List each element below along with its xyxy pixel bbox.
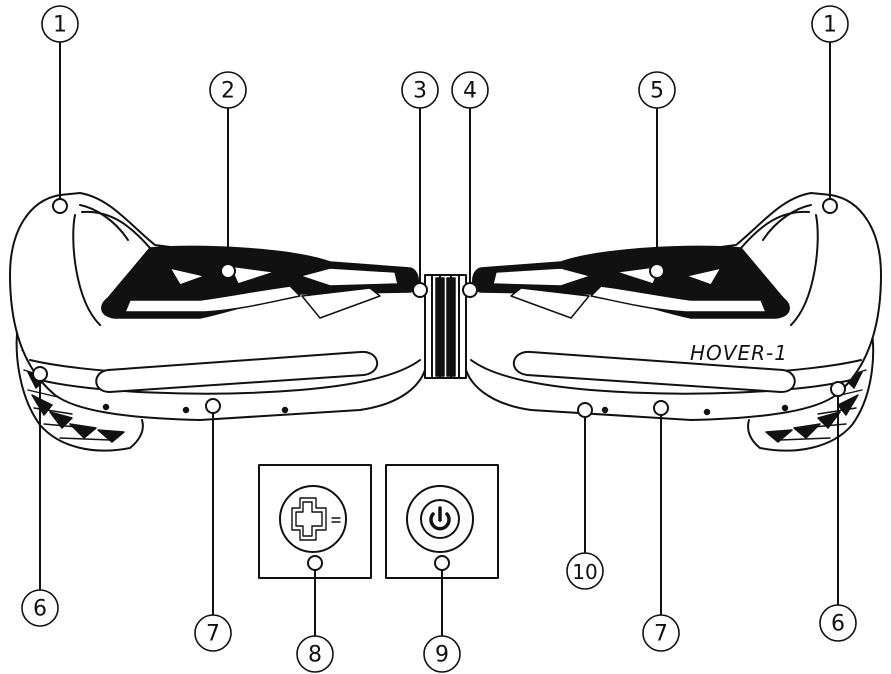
callout-7-right: 7	[643, 615, 679, 651]
brand-logo: HOVER-1	[690, 341, 788, 365]
svg-text:7: 7	[654, 622, 668, 647]
svg-text:2: 2	[221, 79, 235, 104]
callout-4: 4	[452, 72, 488, 108]
callout-7-left: 7	[195, 615, 231, 651]
callout-3: 3	[402, 72, 438, 108]
svg-text:6: 6	[33, 597, 47, 622]
callout-8: 8	[297, 636, 333, 672]
svg-text:1: 1	[53, 13, 67, 38]
svg-text:7: 7	[206, 622, 220, 647]
callout-1-left: 1	[42, 6, 78, 42]
svg-text:9: 9	[435, 643, 449, 668]
callout-5: 5	[639, 72, 675, 108]
center-pivot	[425, 275, 466, 378]
svg-text:8: 8	[308, 643, 322, 668]
svg-text:4: 4	[463, 79, 477, 104]
svg-text:10: 10	[572, 560, 597, 584]
callout-6-left: 6	[22, 590, 58, 626]
svg-text:3: 3	[413, 79, 427, 104]
callout-2: 2	[210, 72, 246, 108]
callout-1-right: 1	[812, 6, 848, 42]
svg-text:1: 1	[823, 13, 837, 38]
svg-text:6: 6	[831, 612, 845, 637]
callout-6-right: 6	[820, 605, 856, 641]
callout-9: 9	[424, 636, 460, 672]
svg-text:5: 5	[650, 79, 664, 104]
callout-10: 10	[567, 553, 603, 589]
